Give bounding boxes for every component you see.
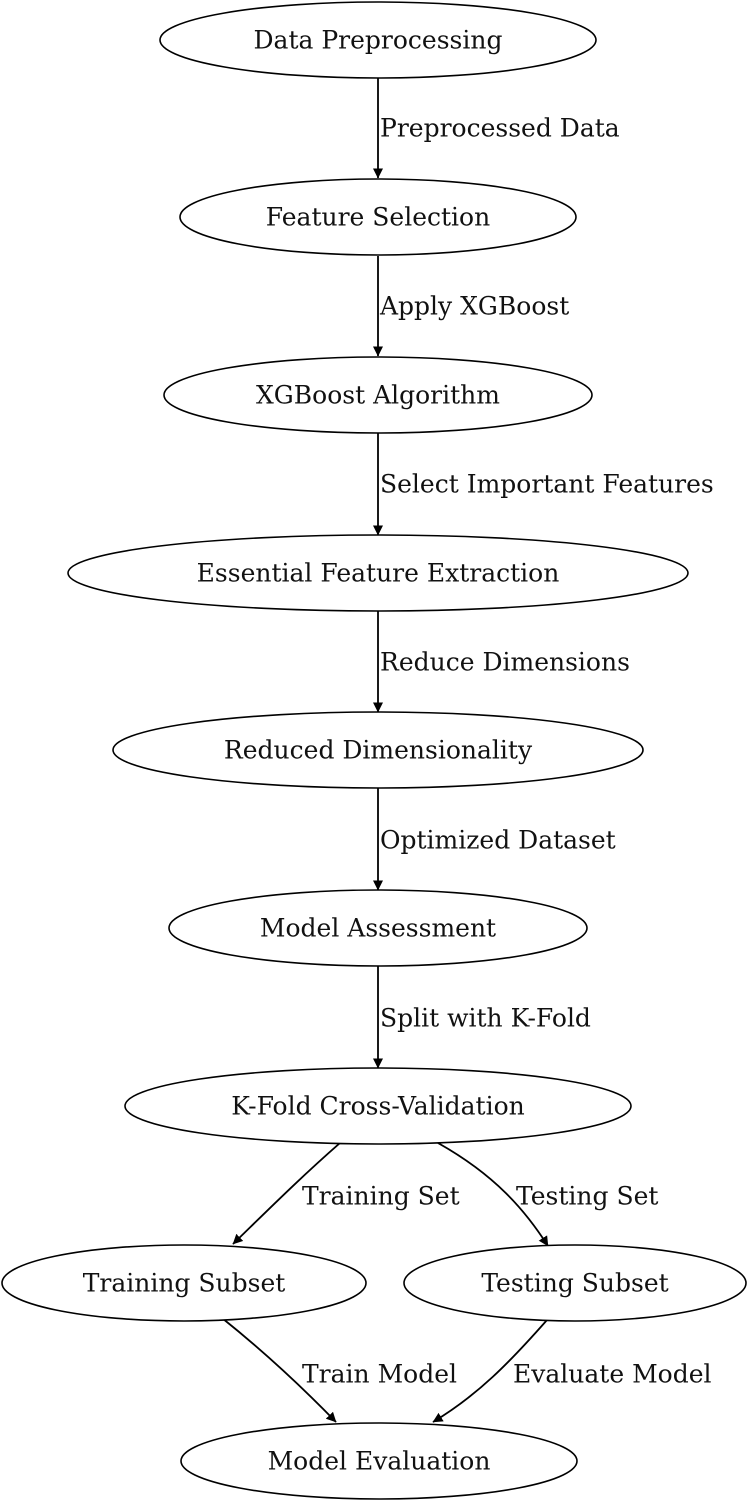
svg-text:Model Evaluation: Model Evaluation — [268, 1447, 491, 1476]
edge-label-evaluate-model: Evaluate Model — [513, 1360, 712, 1389]
edge-labels: Preprocessed Data Apply XGBoost Select I… — [302, 114, 714, 1389]
edge-kfold-to-testing — [437, 1142, 549, 1247]
svg-text:Essential Feature Extraction: Essential Feature Extraction — [197, 559, 560, 588]
svg-text:Testing Subset: Testing Subset — [481, 1269, 668, 1298]
edge-training-to-evaluation — [221, 1317, 337, 1423]
edge-label-preprocessed-data: Preprocessed Data — [380, 114, 620, 143]
svg-text:XGBoost Algorithm: XGBoost Algorithm — [256, 381, 500, 410]
svg-text:K-Fold Cross-Validation: K-Fold Cross-Validation — [231, 1092, 524, 1121]
node-model-evaluation: Model Evaluation — [180, 1422, 578, 1500]
svg-text:Training Subset: Training Subset — [83, 1269, 286, 1298]
node-training-subset: Training Subset — [1, 1244, 367, 1322]
node-data-preprocessing: Data Preprocessing — [159, 1, 597, 79]
node-k-fold-cross-validation: K-Fold Cross-Validation — [124, 1067, 632, 1145]
edge-label-split-with-k-fold: Split with K-Fold — [380, 1004, 591, 1033]
edge-label-testing-set: Testing Set — [516, 1182, 658, 1211]
node-essential-feature-extraction: Essential Feature Extraction — [67, 534, 689, 612]
edges — [221, 78, 549, 1423]
node-reduced-dimensionality: Reduced Dimensionality — [112, 711, 644, 789]
edge-label-apply-xgboost: Apply XGBoost — [379, 292, 569, 321]
edge-kfold-to-training — [232, 1142, 341, 1245]
edge-label-reduce-dimensions: Reduce Dimensions — [380, 648, 630, 677]
node-model-assessment: Model Assessment — [168, 889, 588, 967]
node-xgboost-algorithm: XGBoost Algorithm — [163, 356, 593, 434]
edge-testing-to-evaluation — [432, 1319, 548, 1423]
edge-label-select-important-features: Select Important Features — [380, 470, 714, 499]
edge-label-training-set: Training Set — [302, 1182, 460, 1211]
svg-text:Feature Selection: Feature Selection — [266, 203, 490, 232]
node-feature-selection: Feature Selection — [179, 178, 577, 256]
svg-text:Data Preprocessing: Data Preprocessing — [254, 26, 503, 55]
edge-label-train-model: Train Model — [302, 1360, 457, 1389]
edge-label-optimized-dataset: Optimized Dataset — [380, 826, 616, 855]
svg-text:Model Assessment: Model Assessment — [260, 914, 496, 943]
node-testing-subset: Testing Subset — [403, 1244, 747, 1322]
svg-text:Reduced Dimensionality: Reduced Dimensionality — [224, 736, 533, 765]
